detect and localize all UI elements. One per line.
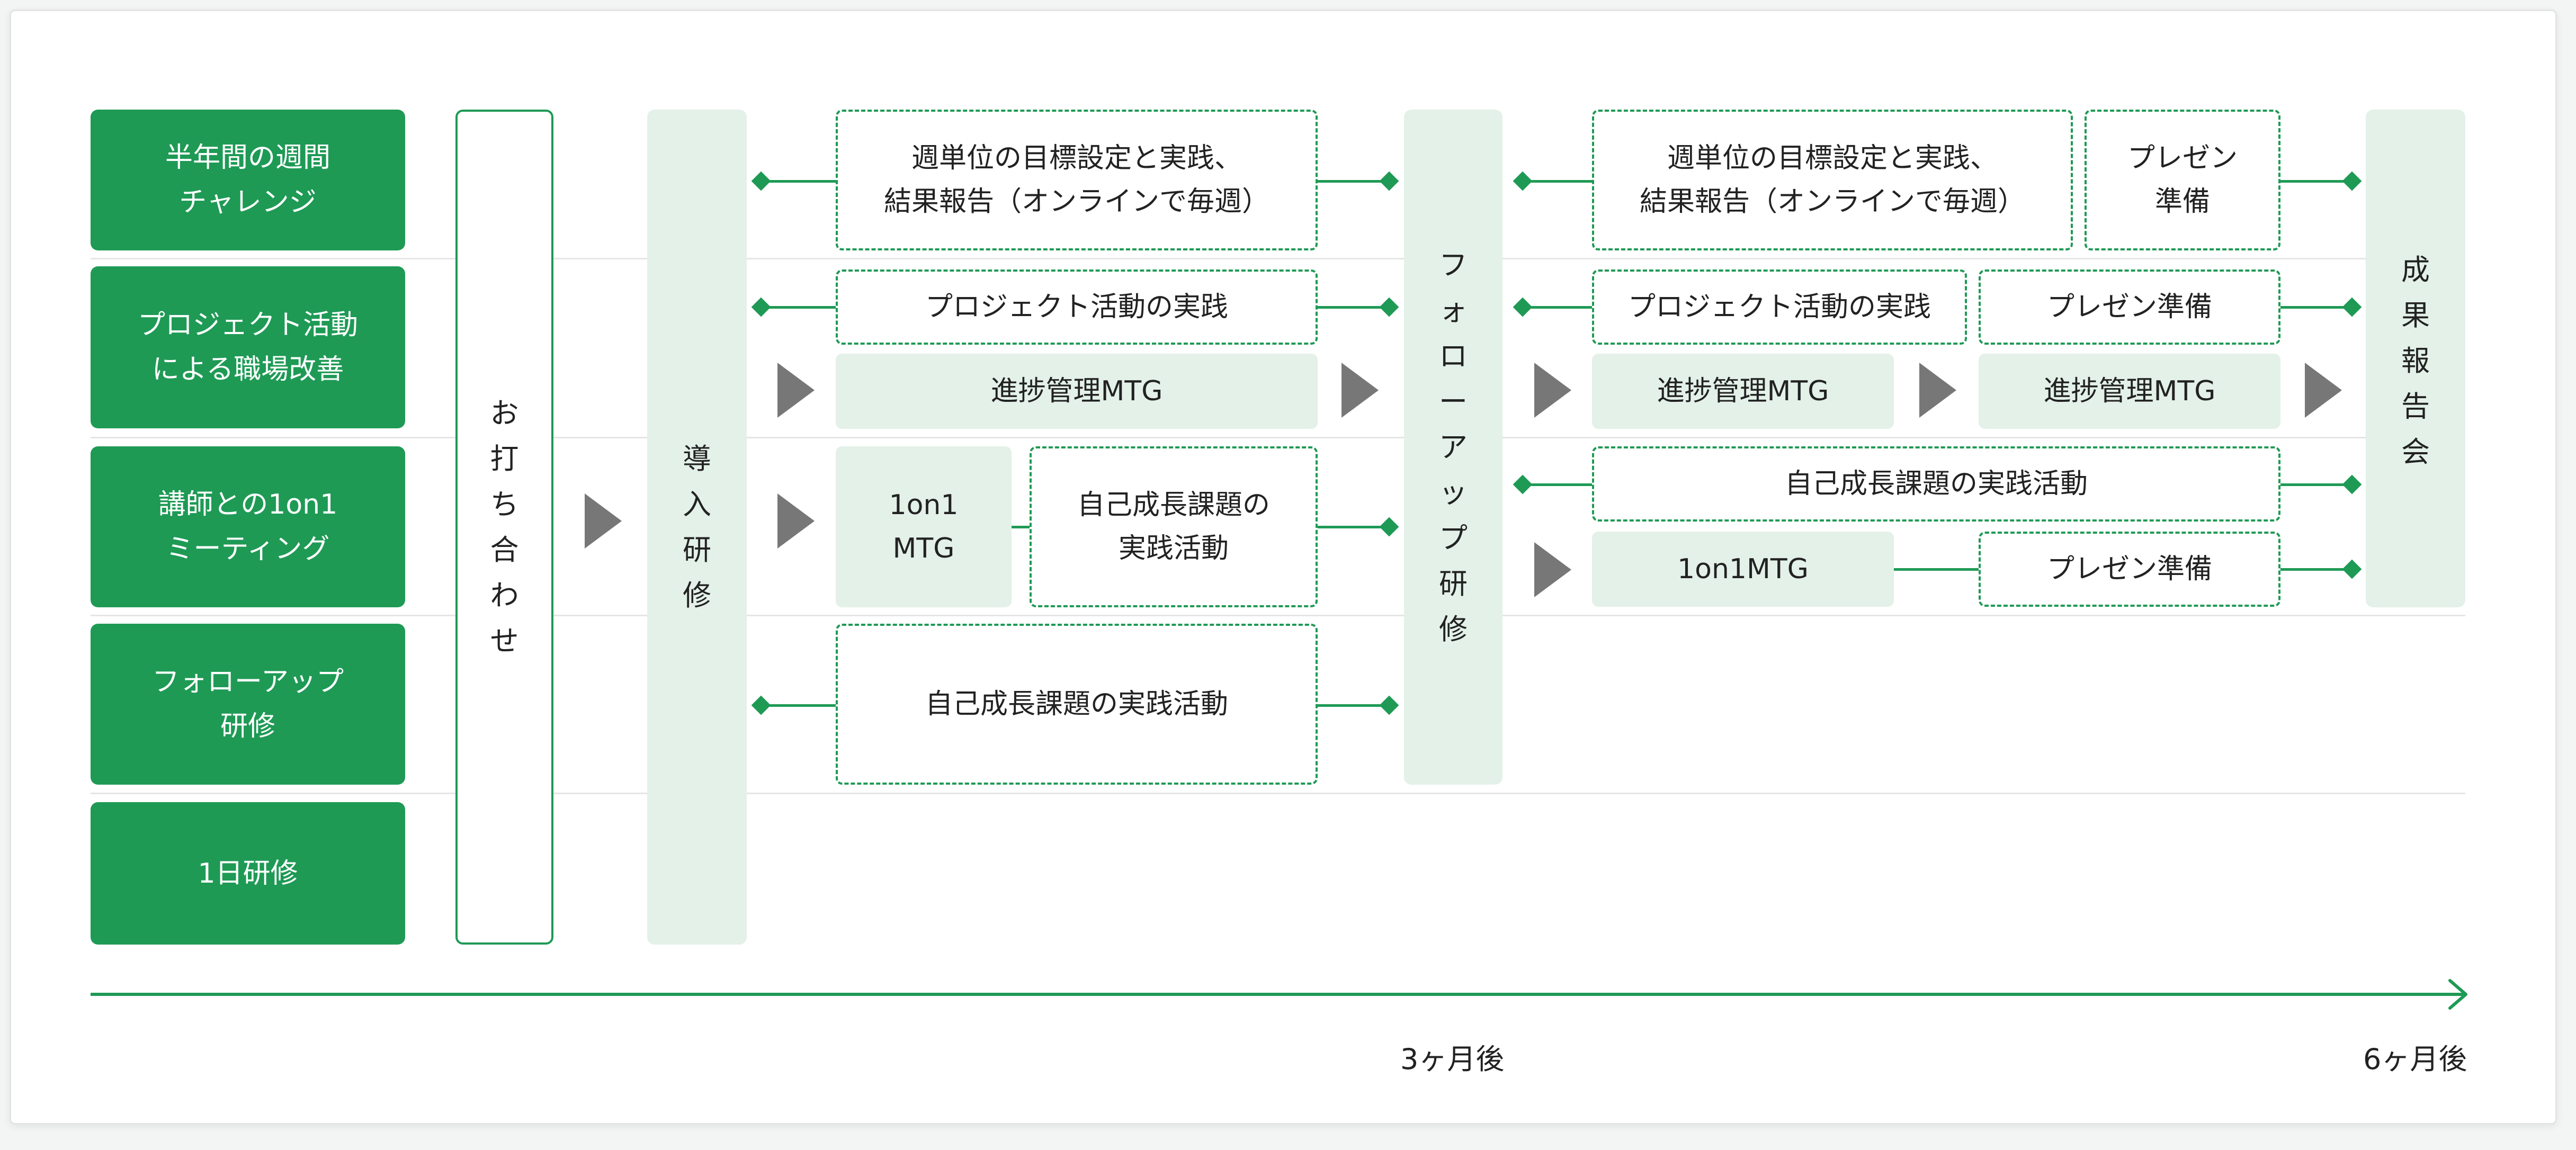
connector-line [1318, 306, 1391, 309]
connector-line [1894, 568, 1979, 571]
tick-label-6-months: 6ヶ月後 [2363, 1043, 2467, 1076]
flow-arrow-icon [1534, 542, 1571, 597]
column-preliminary-meeting: お打ち 合わせ [455, 110, 553, 945]
connector-line [1318, 704, 1391, 707]
project-activity-box-2: プロジェクト活動の実践 [1592, 269, 1967, 345]
connector-line [1012, 526, 1031, 528]
row-separator [91, 615, 2465, 616]
connector-line [1318, 180, 1391, 183]
flow-arrow-icon [1341, 363, 1379, 418]
column-followup-training: フォロ ーアッ プ研修 [1404, 110, 1502, 785]
timeline-arrowhead-icon [2448, 979, 2467, 1010]
self-growth-box-3: 自己成長課題の実践活動 [836, 624, 1318, 785]
connector-line [1521, 180, 1592, 183]
category-weekly-challenge: 半年間の週間チャレンジ [91, 110, 405, 250]
category-followup-training: フォローアップ研修 [91, 624, 405, 785]
row-separator [91, 437, 2465, 438]
column-results-report: 成果報 告会 [2366, 110, 2465, 607]
progress-mtg-box-3: 進捗管理MTG [1979, 354, 2280, 429]
self-growth-box: 自己成長課題の実践活動 [1030, 446, 1318, 607]
flow-arrow-icon [1534, 363, 1571, 418]
flow-arrow-icon [777, 363, 815, 418]
connector-line [758, 306, 836, 309]
row-separator [91, 793, 2465, 794]
column-intro-training: 導入研修 [647, 110, 747, 945]
project-activity-box: プロジェクト活動の実践 [836, 269, 1318, 345]
connector-line [758, 704, 836, 707]
connector-line [1318, 526, 1391, 528]
1on1-mtg-box-2: 1on1MTG [1592, 532, 1894, 607]
row-separator [91, 258, 2465, 259]
flow-arrow-icon [777, 493, 815, 549]
weekly-goal-box: 週単位の目標設定と実践、結果報告（オンラインで毎週） [836, 110, 1318, 250]
connector-line [2280, 568, 2354, 571]
tick-label-3-months: 3ヶ月後 [1400, 1043, 1505, 1076]
presentation-prep-box-3: プレゼン準備 [1979, 532, 2280, 607]
category-project-activity: プロジェクト活動による職場改善 [91, 266, 405, 428]
progress-mtg-box-2: 進捗管理MTG [1592, 354, 1894, 429]
flow-arrow-icon [2305, 363, 2342, 418]
connector-line [2280, 483, 2354, 486]
connector-line [1521, 306, 1592, 309]
connector-line [758, 180, 836, 183]
connector-line [2280, 306, 2354, 309]
connector-line [1521, 483, 1592, 486]
flow-arrow-icon [585, 493, 622, 549]
weekly-goal-box-2: 週単位の目標設定と実践、結果報告（オンラインで毎週） [1592, 110, 2073, 250]
self-growth-box-2: 自己成長課題の実践活動 [1592, 446, 2280, 522]
timeline-axis [91, 993, 2463, 996]
connector-line [2280, 180, 2354, 183]
presentation-prep-box-2: プレゼン準備 [1979, 269, 2280, 345]
category-one-day-training: 1日研修 [91, 802, 405, 945]
progress-mtg-box: 進捗管理MTG [836, 354, 1318, 429]
presentation-prep-box: プレゼン準備 [2085, 110, 2280, 250]
flow-arrow-icon [1919, 363, 1956, 418]
